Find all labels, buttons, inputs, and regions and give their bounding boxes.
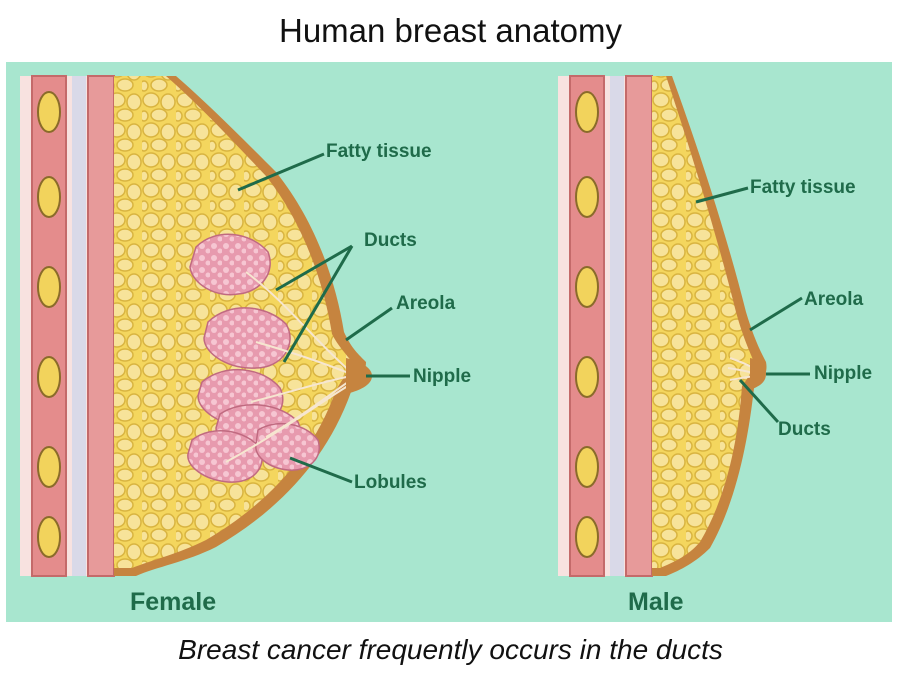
rib-icon <box>37 356 61 398</box>
male-fatty-tissue-label: Fatty tissue <box>750 177 856 198</box>
female-nipple-label: Nipple <box>413 366 472 387</box>
rib-icon <box>575 446 599 488</box>
female-ducts-label: Ducts <box>364 230 417 251</box>
male-areola-label: Areola <box>804 289 864 310</box>
female-illustration <box>20 75 410 577</box>
female-lobules-label: Lobules <box>354 472 427 493</box>
female-fascia <box>72 76 86 576</box>
female-nipple <box>346 358 372 394</box>
female-ducts <box>225 271 352 463</box>
female-fatty-tissue-label: Fatty tissue <box>326 141 432 162</box>
rib-icon <box>575 176 599 218</box>
rib-icon <box>575 516 599 558</box>
diagram-title: Human breast anatomy <box>278 12 622 49</box>
rib-icon <box>37 516 61 558</box>
male-nipple-label: Nipple <box>814 363 873 384</box>
male-ducts-label: Ducts <box>778 419 831 440</box>
rib-icon <box>37 91 61 133</box>
female-rib-muscle <box>31 75 67 577</box>
female-areola-label: Areola <box>396 293 456 314</box>
male-heading: Male <box>628 588 684 616</box>
rib-icon <box>37 266 61 308</box>
rib-icon <box>575 91 599 133</box>
female-heading: Female <box>130 588 217 616</box>
male-leader-lines <box>695 186 810 424</box>
male-illustration <box>558 75 810 577</box>
male-fascia <box>610 76 624 576</box>
male-pectoral-muscle <box>625 75 653 577</box>
rib-icon <box>575 266 599 308</box>
female-lobules <box>187 233 321 483</box>
diagram-panel: Fatty tissue Ducts Areola Nipple Lobules… <box>6 62 892 622</box>
male-rib-muscle <box>569 75 605 577</box>
female-pectoral-muscle <box>87 75 115 577</box>
caption: Breast cancer frequently occurs in the d… <box>178 634 723 665</box>
male-fatty-tissue <box>652 76 754 568</box>
rib-icon <box>37 176 61 218</box>
rib-icon <box>575 356 599 398</box>
anatomy-illustration <box>20 75 810 577</box>
rib-icon <box>37 446 61 488</box>
female-leader-lines <box>237 152 410 484</box>
male-nipple <box>750 358 766 390</box>
